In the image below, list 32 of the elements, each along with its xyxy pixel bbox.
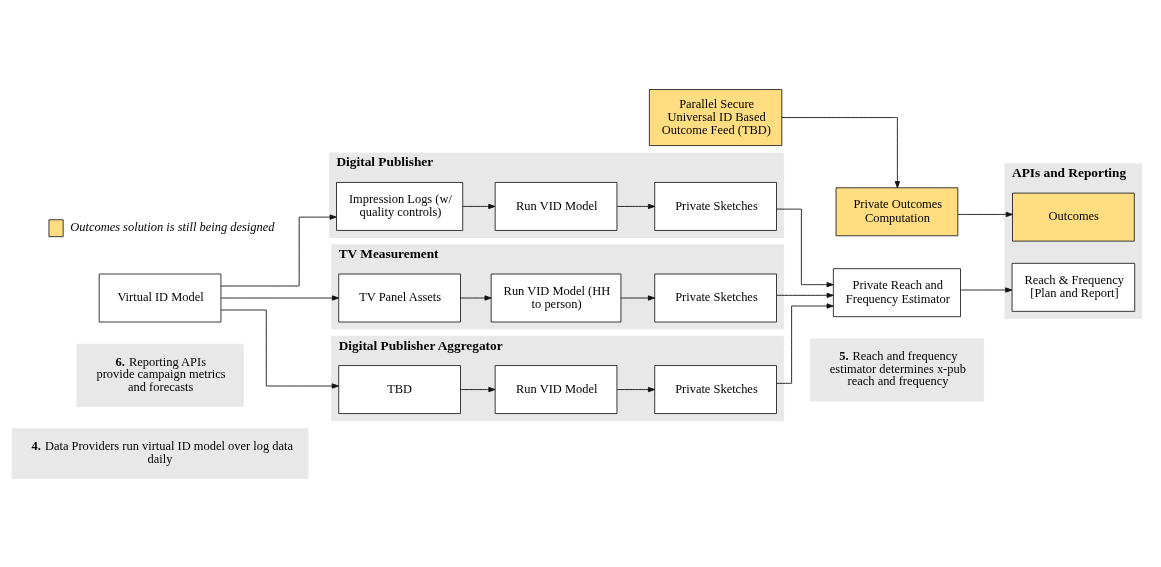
node-box: Private Reach and Frequency Estimator [832, 267, 961, 317]
node-box: Private Sketches [654, 181, 777, 231]
node-box: Private Sketches [654, 273, 777, 322]
arrow [620, 294, 656, 301]
node-box: Outcomes [1012, 192, 1135, 242]
arrow [781, 116, 900, 188]
node-box: Reach & Frequency [Plan and Report] [1011, 262, 1136, 312]
arrow [460, 386, 496, 392]
node-box: Run VID Model [494, 181, 618, 231]
arrow [220, 214, 337, 286]
arrow [220, 309, 339, 389]
arrow [616, 386, 656, 392]
arrow [460, 294, 492, 301]
node-box: TBD [338, 364, 461, 414]
node-box: Impression Logs (w/ quality controls) [336, 181, 464, 231]
arrow [960, 286, 1013, 293]
node-box: Parallel Secure Universal ID Based Outcome Feed (TBD) [648, 88, 783, 146]
node-box: Private Sketches [654, 364, 777, 414]
node-box: Virtual ID Model [98, 273, 222, 322]
node-box: Run VID Model [494, 364, 618, 414]
arrow [776, 292, 834, 298]
node-box: 4. Data Providers run virtual ID model over log data daily [11, 427, 309, 479]
arrow [220, 294, 340, 301]
node-box: TV Panel Assets [338, 273, 461, 322]
node-box: 6. Reporting APIs provide campaign metrics and forecasts [76, 343, 244, 407]
arrow [776, 208, 834, 287]
node-box: Private Outcomes Computation [835, 186, 959, 236]
node-box: Run VID Model (HH to person) [490, 273, 622, 322]
legend-label: Outcomes solution is still being designed [70, 219, 275, 234]
arrow [616, 203, 656, 209]
arrow [462, 203, 496, 209]
arrow [957, 211, 1013, 217]
